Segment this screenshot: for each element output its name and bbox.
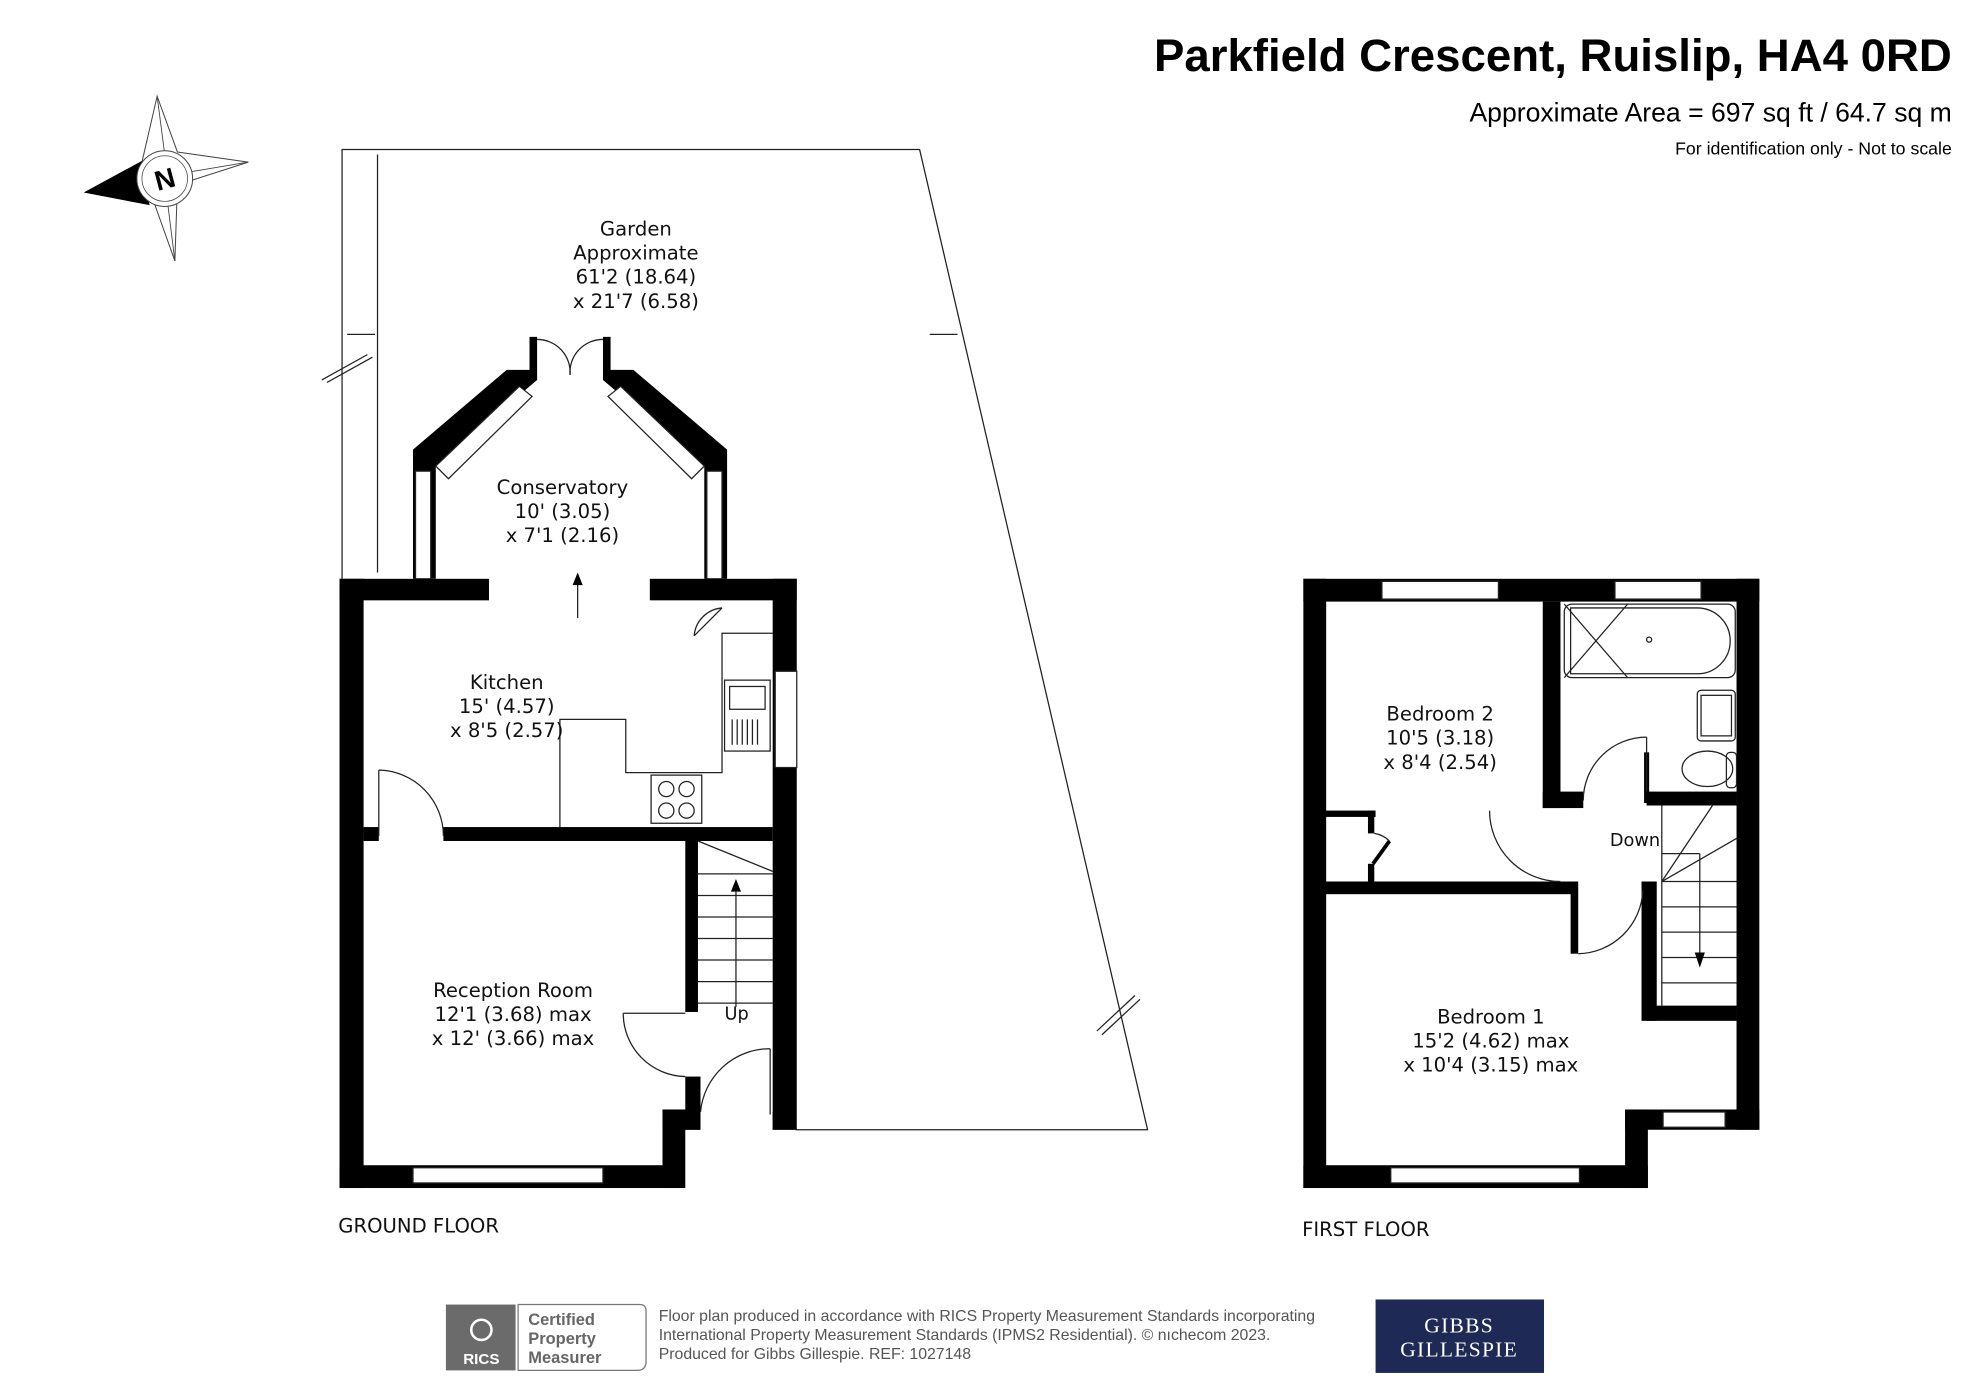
- room-name: Bedroom 2: [1386, 703, 1494, 726]
- room-dimension: 15' (4.57): [459, 695, 555, 718]
- gibbs-gillespie-logo: GIBBS GILLESPIE: [1375, 1299, 1545, 1373]
- room-name: Kitchen: [470, 671, 544, 694]
- stairs-up-label: Up: [725, 1005, 749, 1025]
- room-note: Approximate: [573, 242, 698, 265]
- room-name: Bedroom 1: [1437, 1005, 1544, 1028]
- approximate-area: Approximate Area = 697 sq ft / 64.7 sq m: [1469, 98, 1951, 128]
- property-title: Parkfield Crescent, Ruislip, HA4 0RD: [1154, 30, 1952, 81]
- room-label-conservatory: Conservatory 10' (3.05) x 7'1 (2.16): [497, 476, 629, 547]
- ground-floor-label: GROUND FLOOR: [338, 1214, 499, 1237]
- badge-line: Measurer: [528, 1349, 602, 1367]
- room-dimension: x 12' (3.66) max: [432, 1027, 594, 1050]
- measurement-statement-line: International Property Measurement Stand…: [659, 1327, 1271, 1344]
- rics-certified-badge: RICS Certified Property Measurer: [445, 1303, 647, 1372]
- north-compass-icon: N: [83, 94, 249, 262]
- room-label-bedroom-2: Bedroom 2 10'5 (3.18) x 8'4 (2.54): [1383, 703, 1496, 774]
- brand-line: GILLESPIE: [1400, 1337, 1518, 1361]
- room-dimension: 10'5 (3.18): [1386, 727, 1494, 750]
- room-dimension: 10' (3.05): [515, 500, 611, 523]
- rics-logo: [445, 1304, 516, 1371]
- disclaimer: For identification only - Not to scale: [1675, 139, 1952, 159]
- room-dimension: x 7'1 (2.16): [506, 524, 619, 547]
- badge-line: Property: [528, 1330, 597, 1348]
- room-label-kitchen: Kitchen 15' (4.57) x 8'5 (2.57): [450, 671, 563, 742]
- room-dimension: x 21'7 (6.58): [573, 290, 699, 313]
- measurement-statement-line: Produced for Gibbs Gillespie. REF: 10271…: [659, 1346, 972, 1363]
- stairs-down-label: Down: [1610, 831, 1660, 851]
- room-dimension: x 10'4 (3.15) max: [1403, 1053, 1578, 1076]
- room-dimension: 12'1 (3.68) max: [434, 1003, 591, 1026]
- room-name: Reception Room: [433, 979, 593, 1002]
- badge-line: Certified: [528, 1311, 595, 1329]
- measurement-statement-line: Floor plan produced in accordance with R…: [659, 1308, 1315, 1325]
- room-dimension: x 8'5 (2.57): [450, 719, 563, 742]
- first-floor-label: FIRST FLOOR: [1302, 1218, 1430, 1241]
- room-name: Conservatory: [497, 476, 629, 499]
- room-dimension: 61'2 (18.64): [576, 266, 697, 289]
- room-label-reception: Reception Room 12'1 (3.68) max x 12' (3.…: [432, 979, 594, 1050]
- room-dimension: x 8'4 (2.54): [1383, 751, 1496, 774]
- room-name: Garden: [600, 218, 672, 241]
- rics-logo-text: RICS: [463, 1351, 499, 1368]
- brand-line: GIBBS: [1424, 1313, 1494, 1337]
- room-label-garden: Garden Approximate 61'2 (18.64) x 21'7 (…: [573, 218, 699, 313]
- room-label-bedroom-1: Bedroom 1 15'2 (4.62) max x 10'4 (3.15) …: [1403, 1005, 1578, 1076]
- rics-lion-icon: [469, 1318, 493, 1342]
- garden-boundary: [341, 148, 1149, 1131]
- first-floor-plan: Bedroom 2 10'5 (3.18) x 8'4 (2.54) Bedro…: [1302, 578, 1760, 1241]
- ground-floor-plan: Garden Approximate 61'2 (18.64) x 21'7 (…: [321, 148, 1149, 1237]
- room-dimension: 15'2 (4.62) max: [1412, 1029, 1569, 1052]
